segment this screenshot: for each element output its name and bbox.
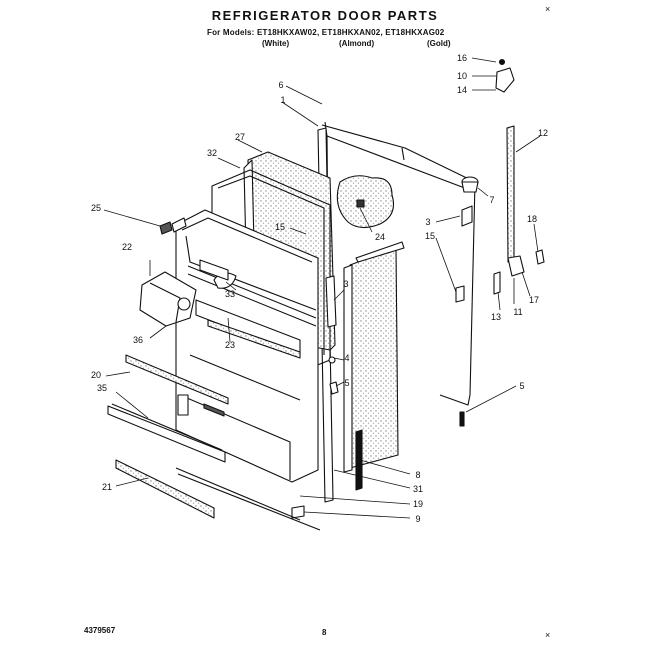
callout-5-right: 5 (519, 381, 524, 391)
callout-9: 9 (415, 514, 420, 524)
corner-mark-top: × (545, 4, 551, 14)
callout-17: 17 (529, 295, 539, 305)
callout-15-right: 15 (425, 231, 435, 241)
callout-31: 31 (413, 484, 423, 494)
footer-page-number: 8 (322, 628, 327, 637)
callout-5-center: 5 (344, 378, 349, 388)
callout-10: 10 (457, 71, 467, 81)
callout-15-center: 15 (275, 222, 285, 232)
variant-white: (White) (262, 39, 290, 48)
callout-11: 11 (513, 307, 522, 317)
callout-3-right: 3 (425, 217, 430, 227)
callout-36: 36 (133, 335, 143, 345)
callout-23: 23 (225, 340, 235, 350)
callout-8: 8 (415, 470, 420, 480)
callout-35: 35 (97, 383, 107, 393)
variant-almond: (Almond) (339, 39, 375, 48)
callout-27: 27 (235, 132, 245, 142)
shelf-bar-20 (125, 354, 229, 405)
shelf-bar-35 (107, 405, 226, 463)
callout-3-center: 3 (343, 279, 348, 289)
callout-25: 25 (91, 203, 101, 213)
callout-21: 21 (102, 482, 112, 492)
callout-24: 24 (375, 232, 385, 242)
callout-18: 18 (527, 214, 537, 224)
shelf-bar-21 (115, 459, 215, 519)
top-hinge (495, 67, 515, 93)
page-title: REFRIGERATOR DOOR PARTS (211, 8, 439, 23)
callout-14: 14 (457, 85, 467, 95)
door-panel (175, 209, 319, 483)
variant-gold: (Gold) (427, 39, 451, 48)
callout-6: 6 (278, 80, 283, 90)
callout-33: 33 (225, 289, 235, 299)
hinge-cap (171, 217, 187, 233)
callout-22: 22 (122, 242, 132, 252)
callout-13: 13 (491, 312, 501, 322)
callout-4: 4 (344, 353, 349, 363)
footer-part-number: 4379567 (84, 626, 116, 635)
callout-12: 12 (538, 128, 548, 138)
callout-19: 19 (413, 499, 423, 509)
corner-mark-bottom: × (545, 630, 551, 640)
callout-7: 7 (489, 195, 494, 205)
model-list: For Models: ET18HKXAW02, ET18HKXAN02, ET… (207, 28, 445, 37)
cutaway-detail (336, 175, 395, 229)
callout-labels: 6 1 27 32 25 22 36 33 23 20 35 21 15 3 2… (91, 53, 548, 524)
callout-1: 1 (280, 95, 285, 105)
hinge-bracket (461, 205, 473, 227)
hinge-rod (506, 125, 515, 263)
callout-20: 20 (91, 370, 101, 380)
callout-32: 32 (207, 148, 217, 158)
callout-16: 16 (457, 53, 467, 63)
